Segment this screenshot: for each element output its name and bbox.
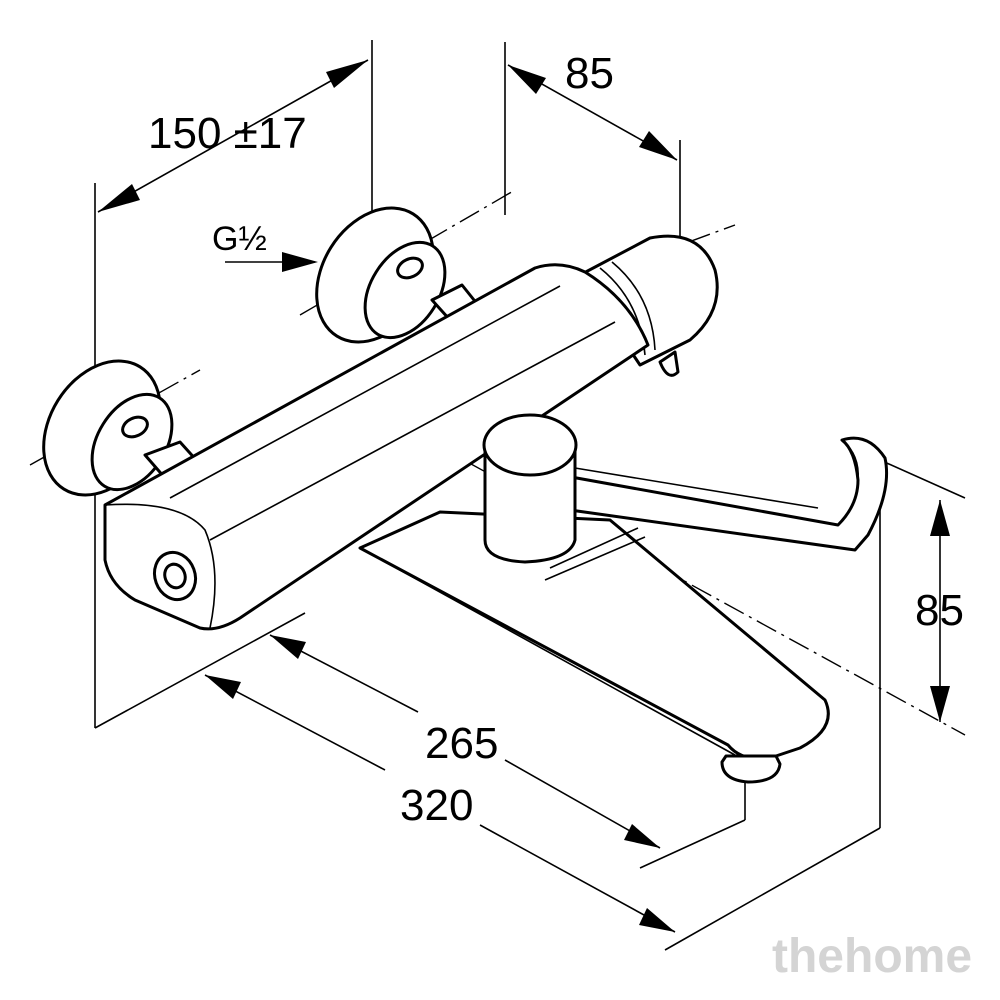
wall-connector-left: [42, 359, 200, 497]
wall-connector-right: [315, 206, 480, 344]
dim-height-right-label: 85: [915, 586, 964, 635]
dim-depth-top-label: 85: [565, 49, 614, 98]
dimension-lines: [97, 59, 950, 933]
spout: [358, 510, 830, 784]
dim-spout-length-label: 265: [425, 719, 498, 768]
lever-handle: [558, 436, 889, 552]
dim-thread-label: G½: [212, 220, 267, 258]
mixing-knob: [482, 413, 578, 564]
watermark: thehome: [772, 930, 972, 983]
dim-inlet-spacing-label: 150 ±17: [148, 109, 307, 158]
dim-total-length-label: 320: [400, 781, 473, 830]
mixer-body: [103, 263, 650, 631]
